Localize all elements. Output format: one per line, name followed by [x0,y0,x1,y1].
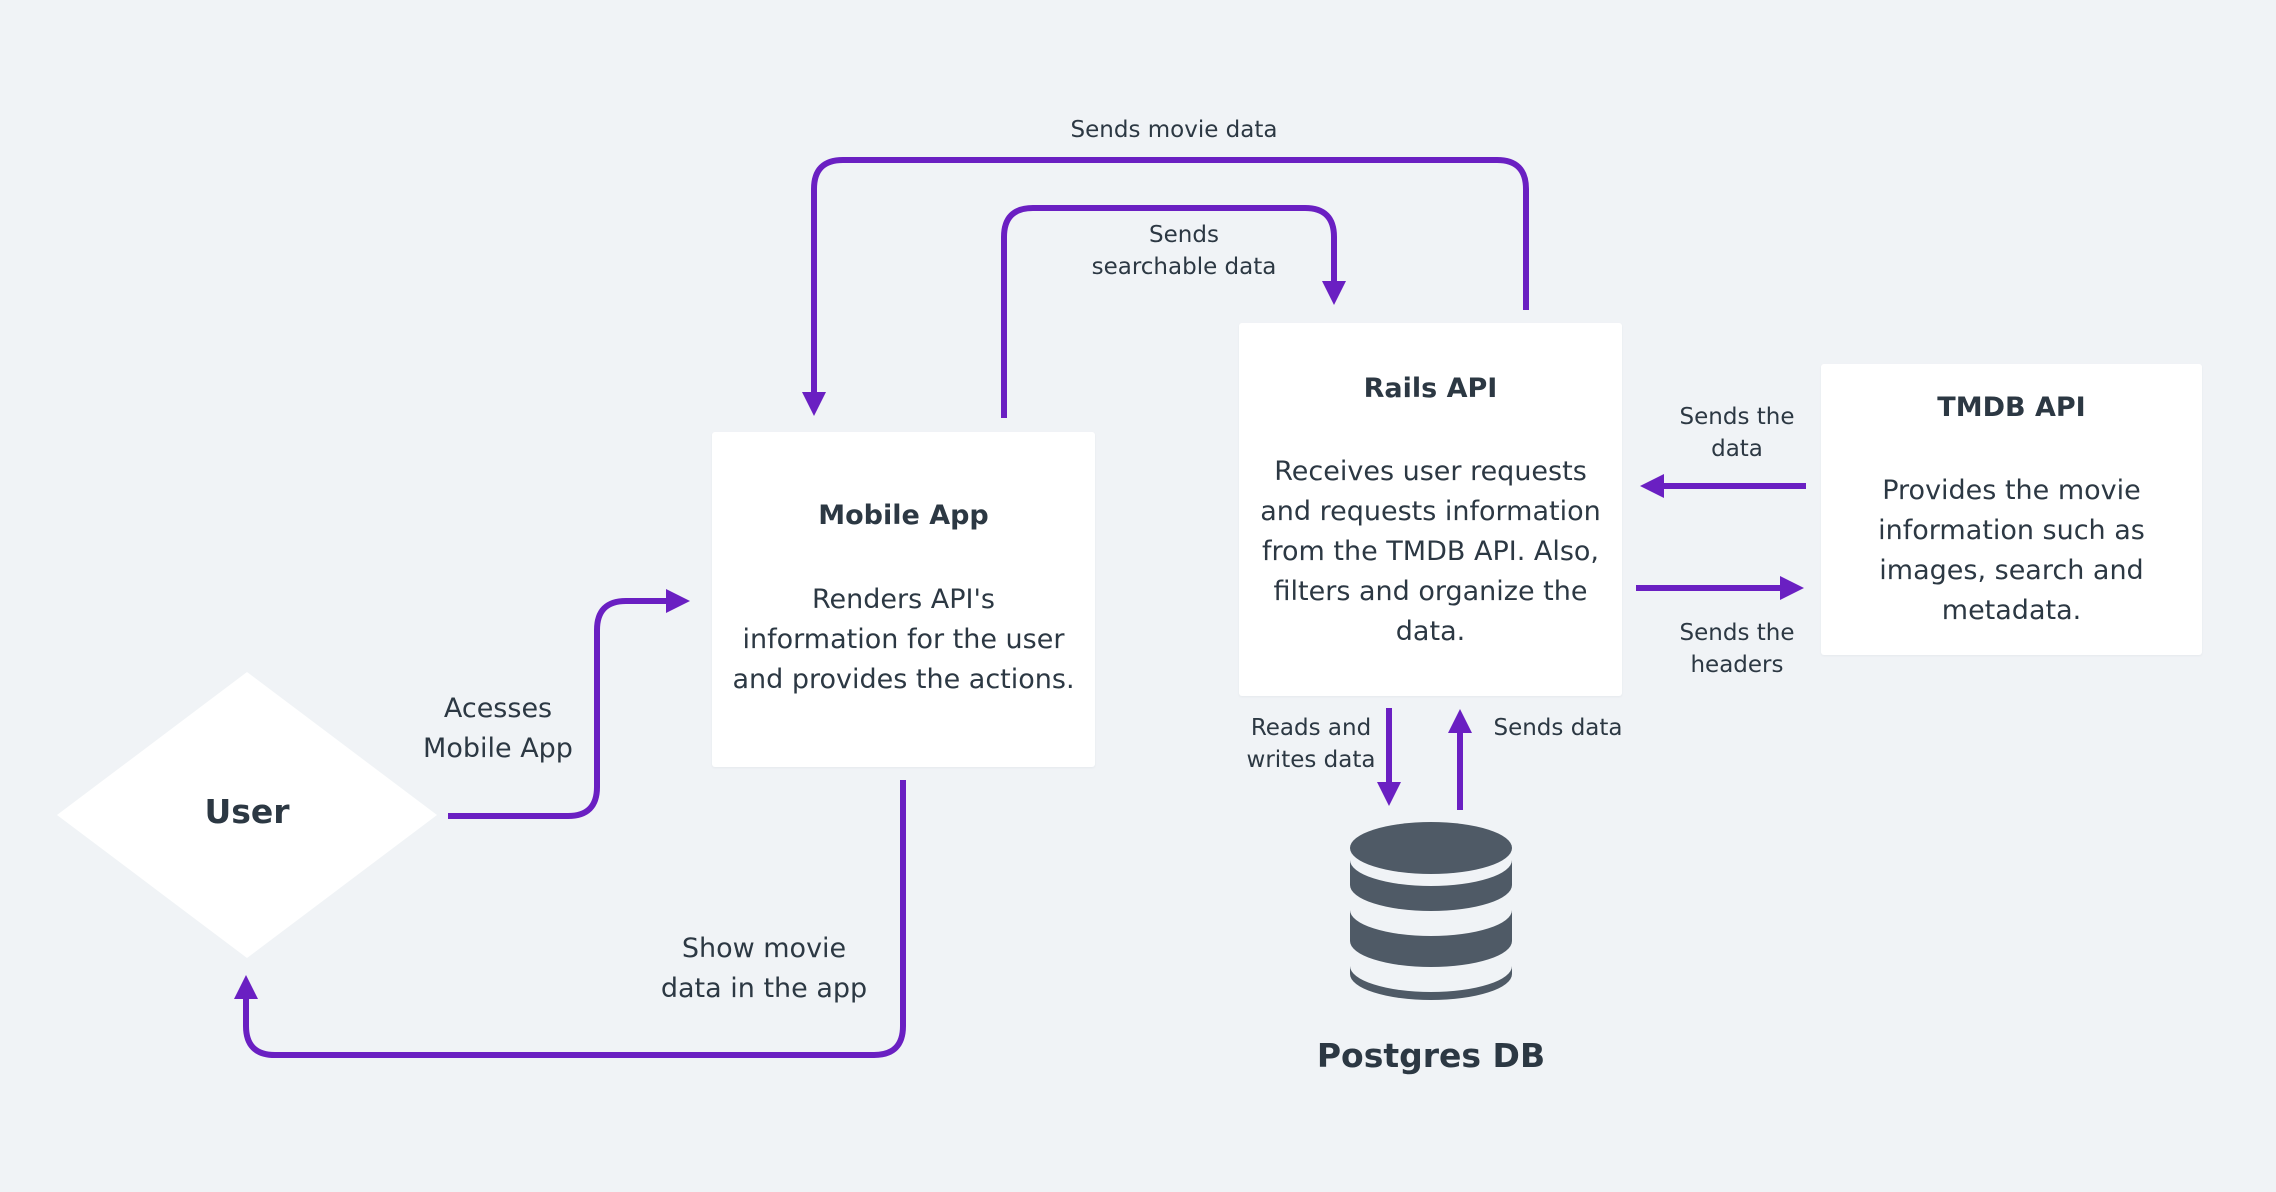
edge-mobile-to-rails [1001,205,1346,418]
edge-label-line: Reads and [1250,715,1372,741]
edge-label-line: data [1711,436,1763,462]
rails-api-line: from the TMDB API. Also, [1261,536,1599,567]
mobile-app-node: Mobile App Renders API's information for… [712,432,1095,767]
edge-label-line: Show movie [681,933,847,964]
rails-api-line: Receives user requests [1274,456,1587,487]
mobile-app-title: Mobile App [818,500,989,531]
postgres-label: Postgres DB [1316,1036,1546,1075]
edge-label-mobile-to-user: Show movie data in the app [644,929,884,1009]
rails-api-line: and requests information [1260,496,1601,527]
edge-label-line: Sends [1149,222,1219,248]
edge-label-line: headers [1690,652,1784,678]
rails-api-line: filters and organize the [1273,576,1588,607]
edge-rails-to-mobile [802,157,1529,416]
tmdb-api-title: TMDB API [1937,392,2086,423]
rails-api-line: data. [1395,616,1466,647]
edge-label-line: Sends the [1679,404,1795,430]
edge-label-line: data in the app [660,973,868,1004]
edge-label-user-to-mobile: Acesses Mobile App [398,689,598,769]
tmdb-api-node: TMDB API Provides the movie information … [1821,364,2202,655]
tmdb-api-description: Provides the movie information such as i… [1837,471,2186,631]
edge-label-line: searchable data [1091,254,1277,280]
edge-user-to-mobile [448,589,690,819]
tmdb-api-line: Provides the movie [1882,475,2141,506]
edge-label-tmdb-to-rails: Sends the data [1649,401,1825,465]
edge-label-line: Acesses [443,693,553,724]
edge-mobile-to-user [234,780,906,1058]
tmdb-api-line: information such as [1878,515,2145,546]
tmdb-api-line: metadata. [1941,595,2082,626]
edge-label-rails-to-mobile: Sends movie data [1044,114,1304,146]
user-node [57,672,437,958]
edge-label-rails-to-tmdb: Sends the headers [1649,617,1825,681]
tmdb-api-line: images, search and [1879,555,2144,586]
edge-label-db-to-rails: Sends data [1478,712,1638,744]
mobile-app-line: information for the user [742,624,1065,655]
edge-label-line: writes data [1246,747,1376,773]
rails-api-description: Receives user requests and requests info… [1255,452,1606,652]
edge-label-line: Sends the [1679,620,1795,646]
edge-label-line: Sends movie data [1070,117,1278,143]
edge-label-line: Sends data [1493,715,1623,741]
mobile-app-line: Renders API's [812,584,995,615]
edge-label-line: Mobile App [423,733,573,764]
mobile-app-description: Renders API's information for the user a… [728,580,1079,700]
edge-label-rails-to-db: Reads and writes data [1231,712,1391,776]
database-icon [1350,822,1512,1000]
rails-api-title: Rails API [1363,373,1498,404]
edge-label-mobile-to-rails: Sends searchable data [1069,219,1299,283]
user-label: User [204,792,290,831]
rails-api-node: Rails API Receives user requests and req… [1239,323,1622,696]
mobile-app-line: and provides the actions. [732,664,1075,695]
